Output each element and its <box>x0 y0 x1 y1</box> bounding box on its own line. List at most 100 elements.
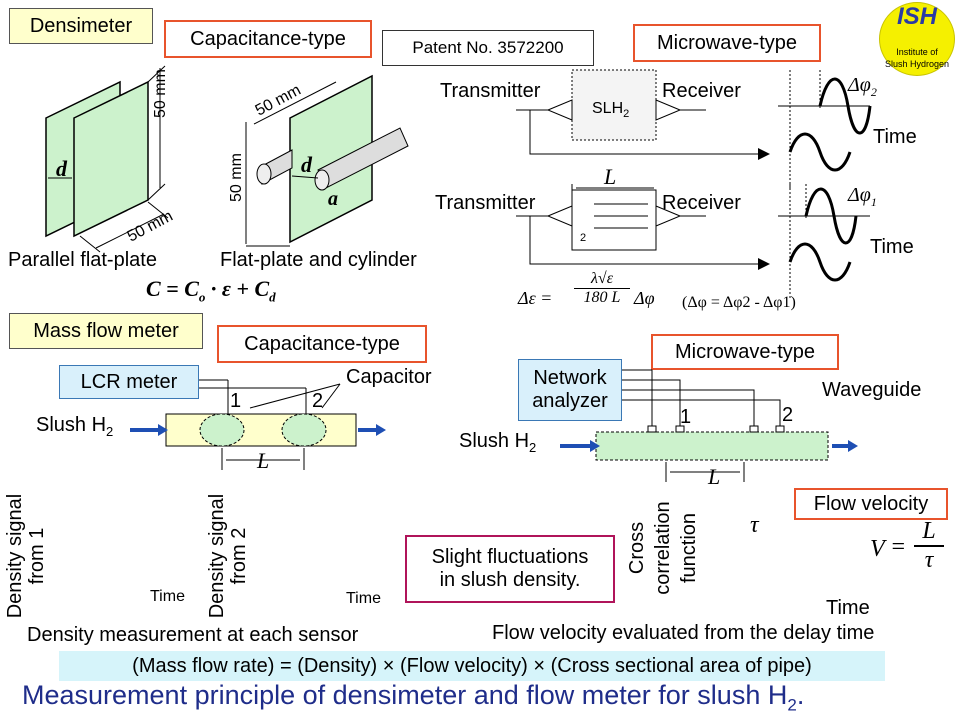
microwave-type-top-box: Microwave-type <box>633 24 821 62</box>
cross-line-a: Cross <box>626 521 648 575</box>
slush-h-text-2: Slush H <box>459 430 530 452</box>
dphi2-text: Δφ <box>848 74 871 96</box>
density-signal-2-axis-label: Density signal from 2 <box>206 486 250 626</box>
capacitance-type-top-box: Capacitance-type <box>164 20 372 58</box>
ish-logo-line1: Institute of <box>896 47 938 57</box>
eq-deps: Δε = <box>518 288 553 308</box>
dens1-line-a: Density signal <box>4 493 26 619</box>
lcr-meter-box: LCR meter <box>59 365 199 399</box>
formula-sub-d: d <box>269 289 276 305</box>
network-text-1: Network <box>533 367 607 389</box>
slh2-cell <box>571 69 657 141</box>
dphi1-text: Δφ <box>848 184 871 206</box>
lh2-sub: 2 <box>580 232 587 245</box>
eq-dphi: Δφ <box>634 288 655 308</box>
mw-sensor-2: 2 <box>782 404 794 426</box>
cap-pipe <box>165 413 357 447</box>
density-signal-1-axis-label: Density signal from 1 <box>4 486 48 626</box>
slush-h-sub-2: 2 <box>529 440 537 455</box>
title-end: . <box>796 680 805 710</box>
dphi2-sub: 2 <box>870 85 877 99</box>
dphi1-sub: 1 <box>870 195 877 209</box>
capacitor-label: Capacitor <box>346 366 432 388</box>
mass-flow-rate-equation: (Mass flow rate) = (Density) × (Flow vel… <box>59 651 885 681</box>
plate-gap-d: d <box>56 156 67 181</box>
cyl-gap-d: d <box>301 152 312 177</box>
eq-paren: (Δφ = Δφ2 - Δφ1) <box>682 294 796 311</box>
densimeter-label: Densimeter <box>9 8 153 44</box>
microwave-type-mid-box: Microwave-type <box>651 334 839 370</box>
transmitter-top: Transmitter <box>440 80 541 102</box>
wave-top-2 <box>788 132 852 172</box>
dphi2-label: Δφ2 <box>848 74 877 100</box>
slush-h-sub-1: 2 <box>106 424 114 439</box>
L-micro: L <box>604 164 617 189</box>
eq-fraction: λ√ε 180 L <box>574 270 630 307</box>
dphi1-label: Δφ1 <box>848 184 877 210</box>
permittivity-equation: Δε = <box>518 288 552 309</box>
wave-bottom-1 <box>804 187 858 245</box>
formula-tau: τ <box>924 547 934 573</box>
flat-plate-cylinder-label: Flat-plate and cylinder <box>220 249 417 271</box>
density-each-sensor-caption: Density measurement at each sensor <box>27 624 359 646</box>
network-text-2: analyzer <box>532 390 608 412</box>
time-signal-2: Time <box>346 590 381 607</box>
capacitance-type-mid-box: Capacitance-type <box>217 325 427 363</box>
mass-flow-meter-label: Mass flow meter <box>9 313 203 349</box>
mw-sensor-1: 1 <box>680 406 692 428</box>
cross-line-c: function <box>678 512 700 584</box>
dens2-line-a: Density signal <box>206 493 228 619</box>
eq-numerator: λ√ε <box>574 270 630 289</box>
slh2-label: SLH2 <box>592 100 629 120</box>
flow-velocity-caption: Flow velocity evaluated from the delay t… <box>492 622 875 644</box>
time-bottom: Time <box>870 236 914 258</box>
slight-line-1: Slight fluctuations <box>431 546 589 568</box>
formula-eq: = <box>890 534 907 560</box>
flat-plate <box>289 74 373 244</box>
L-cap: L <box>257 448 270 473</box>
dens2-line-b: from 2 <box>228 527 250 585</box>
formula-C: C = C <box>146 276 199 301</box>
densimeter-drawings <box>45 65 409 253</box>
formula-sub-o: o <box>198 289 206 305</box>
ish-logo-line2: Slush Hydrogen <box>884 59 950 69</box>
L-mw: L <box>708 464 721 489</box>
slush-h-text-1: Slush H <box>36 414 107 436</box>
cap-sensor-2: 2 <box>312 390 324 412</box>
slight-fluctuation-box: Slight fluctuations in slush density. <box>405 535 615 603</box>
slh2-sub: 2 <box>623 108 630 121</box>
lh2-label: 2 <box>580 224 586 244</box>
flow-velocity-box: Flow velocity <box>794 488 948 520</box>
time-top: Time <box>873 126 917 148</box>
patent-box: Patent No. 3572200 <box>382 30 594 66</box>
cap-sensor-1: 1 <box>230 390 242 412</box>
title-sub: 2 <box>787 695 797 715</box>
title-main: Measurement principle of densimeter and … <box>22 680 788 710</box>
slush-h2-cap: Slush H2 <box>36 414 113 439</box>
slight-line-2: in slush density. <box>439 569 581 591</box>
capacitance-formula: C = Co · ε + Cd <box>146 276 276 305</box>
formula-rest: · ε + C <box>210 276 270 301</box>
flow-meter-drawings <box>130 369 858 482</box>
wave-bottom-2 <box>788 242 852 282</box>
mw-pipe <box>595 431 829 461</box>
receiver-bottom: Receiver <box>662 192 741 214</box>
eq-denominator: 180 L <box>583 289 621 306</box>
cross-correlation-axis-label: Cross correlation function <box>624 498 702 598</box>
time-signal-1: Time <box>150 588 185 605</box>
parallel-flat-plate-label: Parallel flat-plate <box>8 249 157 271</box>
time-correlation: Time <box>826 597 870 619</box>
receiver-top: Receiver <box>662 80 741 102</box>
slush-h2-mw: Slush H2 <box>459 430 536 455</box>
formula-frac: L τ <box>914 518 944 574</box>
formula-V: V <box>870 536 885 562</box>
network-analyzer-box: Network analyzer <box>518 359 622 421</box>
microwave-densimeter-drawing <box>516 69 872 300</box>
slh2-text: SLH <box>592 100 624 117</box>
cross-line-b: correlation <box>652 501 674 595</box>
cyl-radius-a: a <box>328 188 338 210</box>
page-title: Measurement principle of densimeter and … <box>22 680 804 715</box>
waveguide-label: Waveguide <box>822 379 922 401</box>
ish-logo: ISH Institute of Slush Hydrogen <box>879 2 955 76</box>
ish-logo-text: ISH <box>896 3 937 30</box>
